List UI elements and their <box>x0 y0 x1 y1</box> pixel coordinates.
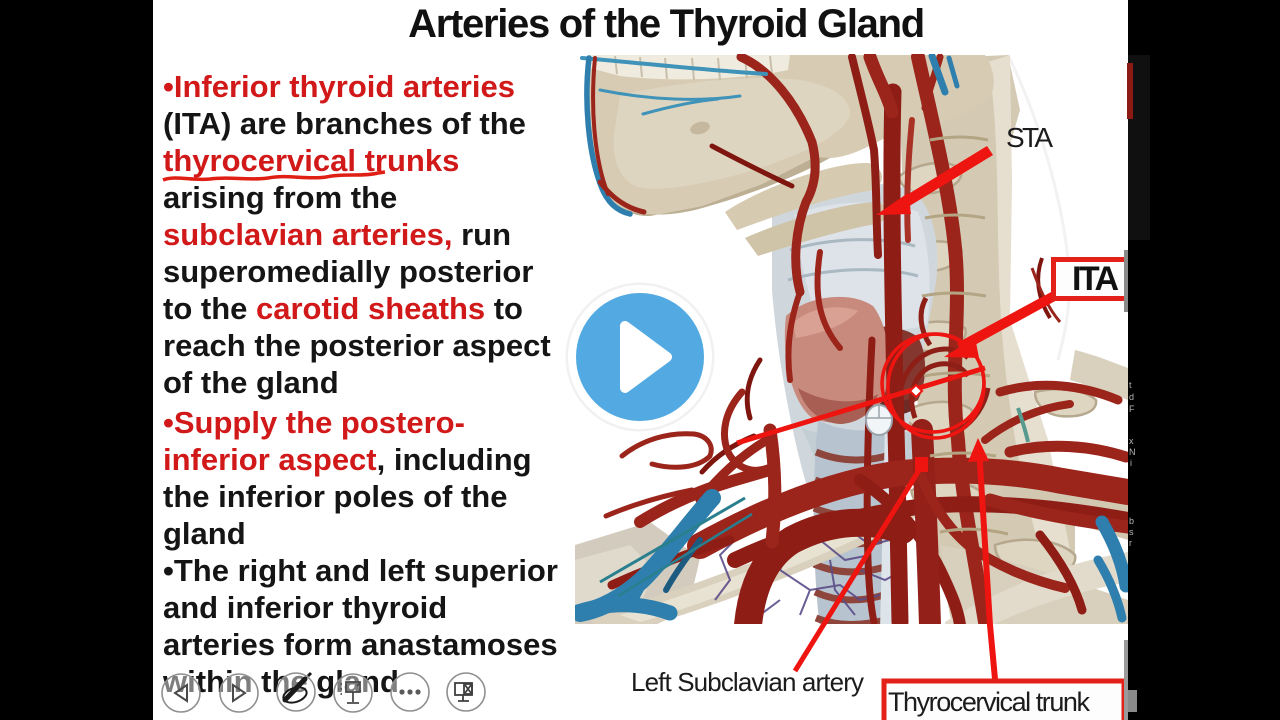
svg-text:N: N <box>1129 447 1136 457</box>
svg-text:r: r <box>1129 538 1132 548</box>
svg-text:s: s <box>1129 527 1134 537</box>
svg-text:Thyrocervical trunk: Thyrocervical trunk <box>888 687 1091 717</box>
svg-text:i: i <box>1130 458 1132 468</box>
svg-text:d: d <box>1129 392 1134 402</box>
svg-text:ITA: ITA <box>1072 260 1119 298</box>
svg-text:Left Subclavian artery: Left Subclavian artery <box>631 667 864 697</box>
svg-text:x: x <box>1129 436 1134 446</box>
svg-text:t: t <box>1129 380 1132 390</box>
svg-text:F: F <box>1129 404 1135 414</box>
svg-text:b: b <box>1129 516 1134 526</box>
svg-text:STA: STA <box>1006 122 1053 153</box>
